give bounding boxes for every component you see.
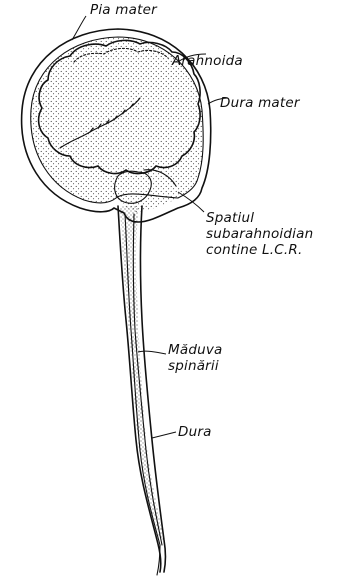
label-pia-mater: Pia mater bbox=[90, 2, 158, 18]
label-spatiul-line1: Spatiul bbox=[206, 210, 254, 226]
leader-dura bbox=[152, 432, 176, 438]
label-dura: Dura bbox=[178, 424, 212, 440]
label-spatiul-line2: subarahnoidian bbox=[206, 226, 313, 242]
label-spatiul-line3: contine L.C.R. bbox=[206, 242, 302, 258]
leader-maduva bbox=[138, 351, 166, 354]
label-arahnoida: Arahnoida bbox=[171, 53, 243, 69]
label-maduva-line1: Măduva bbox=[168, 342, 223, 358]
spinal-cord bbox=[118, 206, 166, 575]
label-dura-mater: Dura mater bbox=[220, 95, 301, 111]
label-maduva-line2: spinării bbox=[168, 358, 219, 374]
